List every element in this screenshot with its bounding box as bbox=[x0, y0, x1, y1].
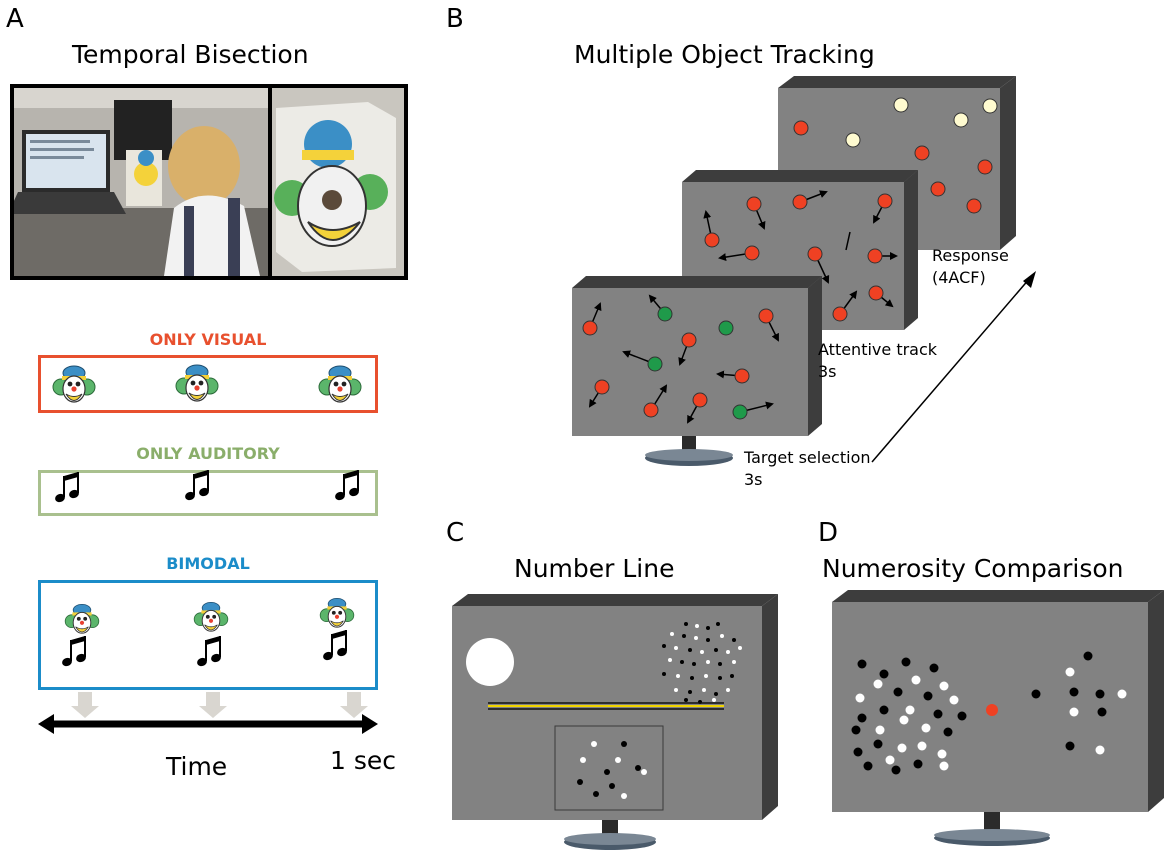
stage-response-line1: Response bbox=[932, 246, 1009, 265]
test-dot-box bbox=[554, 725, 664, 811]
stage-target-selection-line2: 3s bbox=[744, 470, 763, 489]
number-line-screen bbox=[452, 594, 778, 850]
dot-cloud-top-right bbox=[662, 622, 742, 704]
panel-title-a: Temporal Bisection bbox=[72, 40, 309, 69]
only-visual-box bbox=[38, 355, 378, 413]
timeline-ticks bbox=[71, 692, 368, 718]
condition-label-bimodal: BIMODAL bbox=[166, 554, 250, 573]
bimodal-box bbox=[38, 580, 378, 690]
photo-clown-box bbox=[268, 84, 408, 280]
numerosity-comparison-screen bbox=[832, 590, 1164, 846]
response-arrow bbox=[871, 271, 1036, 463]
dot-cloud-bottom bbox=[577, 741, 647, 799]
reference-disk bbox=[466, 638, 514, 686]
panel-letter-a: A bbox=[6, 4, 24, 34]
stage-attentive-track-line2: 3s bbox=[818, 362, 837, 381]
mot-target-selection-screen bbox=[572, 276, 822, 466]
stage-response-line2: (4ACF) bbox=[932, 268, 986, 287]
photo-laptop-scene bbox=[10, 84, 274, 280]
fixation-point bbox=[986, 704, 998, 716]
timeline-axis bbox=[38, 714, 378, 734]
panel-letter-b: B bbox=[446, 4, 464, 34]
dot-array-right bbox=[1031, 651, 1127, 755]
panel-letter-c: C bbox=[446, 518, 465, 548]
panel-title-c: Number Line bbox=[514, 554, 675, 583]
timeline-end-label: 1 sec bbox=[330, 746, 397, 775]
photo-laptop-scene-drawing bbox=[14, 88, 270, 276]
timeline-time-label: Time bbox=[166, 752, 228, 781]
panel-title-b: Multiple Object Tracking bbox=[574, 40, 875, 69]
photo-clown-box-drawing bbox=[272, 88, 404, 276]
panel-letter-d: D bbox=[818, 518, 839, 548]
stage-attentive-track-line1: Attentive track bbox=[818, 340, 938, 359]
panel-title-d: Numerosity Comparison bbox=[822, 554, 1124, 583]
dot-array-left bbox=[851, 657, 967, 775]
condition-label-only-auditory: ONLY AUDITORY bbox=[136, 444, 280, 463]
stage-target-selection-line1: Target selection bbox=[744, 448, 871, 467]
condition-label-only-visual: ONLY VISUAL bbox=[149, 330, 267, 349]
